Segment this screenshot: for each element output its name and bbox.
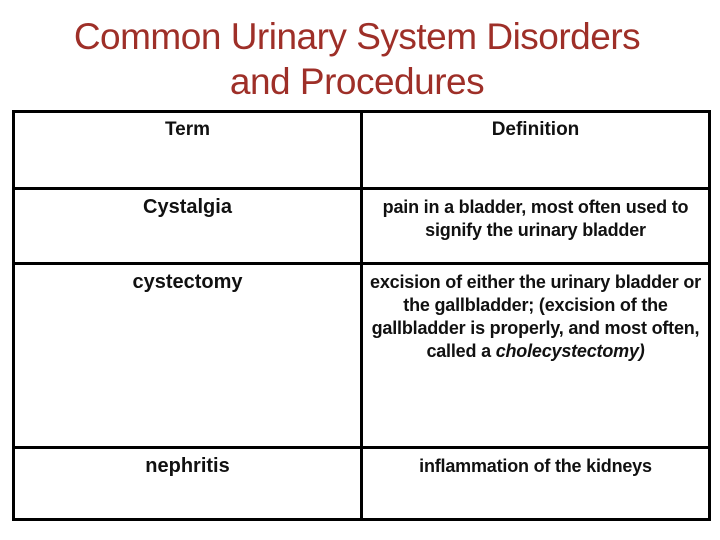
definition-text: pain in a bladder, most often used to si…	[382, 197, 689, 240]
slide-title-line2: and Procedures	[229, 61, 485, 102]
slide-title: Common Urinary System Disorders and Proc…	[0, 14, 714, 104]
table-row: cystectomy excision of either the urinar…	[12, 262, 711, 449]
definition-text: inflammation of the kidneys	[419, 456, 652, 476]
column-header-term: Term	[12, 110, 363, 190]
definition-text: excision of either the urinary bladder o…	[370, 272, 701, 361]
table-row: Cystalgia pain in a bladder, most often …	[12, 187, 711, 265]
slide-title-line1: Common Urinary System Disorders	[73, 16, 641, 57]
table-row: nephritis inflammation of the kidneys	[12, 446, 711, 521]
column-header-definition: Definition	[360, 110, 711, 190]
term-cystalgia: Cystalgia	[12, 187, 363, 265]
table-header-row: Term Definition	[12, 110, 711, 190]
definition-cystalgia: pain in a bladder, most often used to si…	[360, 187, 711, 265]
terms-table: Term Definition Cystalgia pain in a blad…	[12, 110, 711, 521]
definition-italic-text: cholecystectomy)	[495, 341, 645, 361]
term-cystectomy: cystectomy	[12, 262, 363, 449]
definition-cystectomy: excision of either the urinary bladder o…	[360, 262, 711, 449]
term-nephritis: nephritis	[12, 446, 363, 521]
definition-nephritis: inflammation of the kidneys	[360, 446, 711, 521]
